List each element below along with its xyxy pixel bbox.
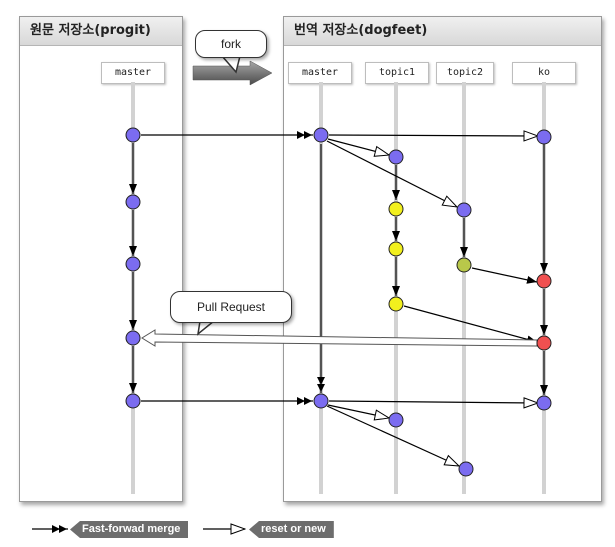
commit-node: [458, 461, 474, 477]
branch-lanes: [131, 82, 546, 494]
legend-fast-forward-label: Fast-forwad merge: [70, 521, 189, 538]
upstream-repo-panel: 원문 저장소(progit): [19, 16, 183, 502]
pull-request-callout: Pull Request: [170, 291, 292, 323]
pull-request-arrow: [141, 329, 538, 347]
commit-node: [456, 202, 472, 218]
commit-node: [125, 393, 141, 409]
commit-node: [388, 296, 404, 312]
commit-node: [125, 194, 141, 210]
commits: [125, 127, 552, 477]
fork-callout: fork: [195, 30, 267, 58]
commit-node: [313, 393, 329, 409]
commit-node: [313, 127, 329, 143]
fork-arrow: [192, 60, 273, 86]
commit-node: [536, 273, 552, 289]
fork-repo-title: 번역 저장소(dogfeet): [284, 17, 601, 46]
fork-repo-panel: 번역 저장소(dogfeet): [283, 16, 602, 502]
legend-reset-label: reset or new: [249, 521, 334, 538]
commit-node: [388, 149, 404, 165]
edges: [129, 135, 548, 466]
commit-node: [388, 412, 404, 428]
lane-topic2: [462, 82, 466, 494]
commit-node: [125, 330, 141, 346]
commit-node: [536, 129, 552, 145]
commit-node: [536, 335, 552, 351]
commit-node: [536, 395, 552, 411]
commit-node: [388, 241, 404, 257]
commit-node: [125, 256, 141, 272]
upstream-repo-title: 원문 저장소(progit): [20, 17, 182, 46]
branch-label-topic1: topic1: [365, 62, 429, 84]
commit-node: [125, 127, 141, 143]
commit-node: [388, 201, 404, 217]
commit-node: [456, 257, 472, 273]
